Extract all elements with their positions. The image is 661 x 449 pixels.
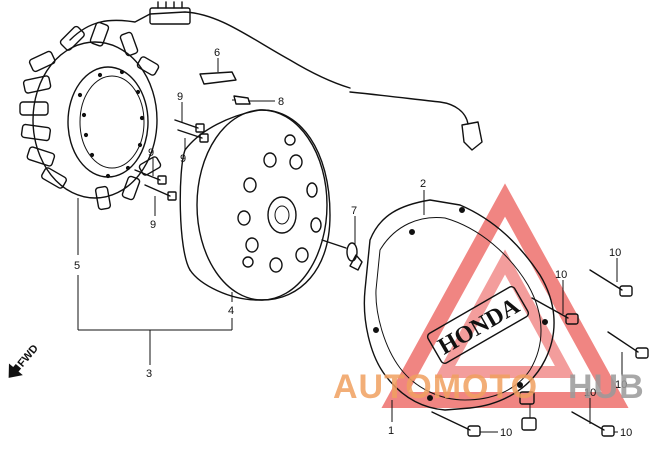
- callout-bolt-d: 9: [150, 219, 156, 231]
- flywheel-rotor: [179, 109, 331, 301]
- callout-bolt-small: 8: [278, 96, 284, 108]
- watermark-part2: HUB: [568, 368, 645, 406]
- callout-cover-bolt-b: 10: [555, 269, 567, 281]
- fasteners: [134, 71, 649, 437]
- dowel-pin: [199, 71, 237, 85]
- cover-bolt-f: [571, 411, 615, 437]
- watermark-text: AUTOMOTO HUB: [333, 368, 645, 406]
- bolt-small: [232, 95, 251, 105]
- cover-bolt-b: [531, 297, 579, 325]
- leader-lines: [77, 58, 623, 433]
- callout-cover-bolt-c: 10: [615, 379, 627, 391]
- callout-flywheel: 4: [228, 305, 234, 317]
- watermark-logo: [381, 183, 629, 408]
- bolt-9-a: [174, 119, 205, 133]
- bolt-9-b: [177, 129, 209, 143]
- callout-cover: 2: [420, 178, 426, 190]
- fwd-label: FWD: [16, 343, 41, 370]
- cover-bolt-c: [607, 331, 649, 359]
- stator-coil: [19, 1, 483, 211]
- stud-with-washer: [321, 239, 363, 271]
- watermark-triangle-inner: [434, 249, 576, 378]
- cover-bolt-e: [431, 411, 481, 437]
- callout-bolt-c: 9: [148, 147, 154, 159]
- callout-stud: 7: [351, 205, 357, 217]
- cover-bolt-a: [589, 269, 633, 297]
- callout-numbers: 5 4 3 2 1 6 7 8 9 9 9 9 10 10 10 10 10 1…: [74, 47, 632, 439]
- callout-cover-bolt-d: 10: [584, 387, 596, 399]
- cover-bolt-d: [519, 391, 537, 431]
- watermark-triangle-outer: [381, 183, 629, 408]
- bolt-9-d: [144, 184, 177, 201]
- watermark-part1: AUTOMOTO: [333, 368, 538, 406]
- forward-arrow-icon: [8, 363, 23, 378]
- callout-cover-bolt-a: 10: [609, 247, 621, 259]
- forward-direction-indicator: FWD: [8, 343, 41, 378]
- callout-cover-bolt-e: 10: [500, 427, 512, 439]
- callout-stator: 5: [74, 260, 80, 272]
- callout-bolt-b: 9: [180, 153, 186, 165]
- callout-bolt-a: 9: [177, 91, 183, 103]
- callout-dowel: 6: [214, 47, 220, 59]
- bolt-9-c: [134, 169, 167, 185]
- callout-cover-bolt-f: 10: [620, 427, 632, 439]
- callout-gasket: 1: [388, 425, 394, 437]
- callout-assembly: 3: [146, 368, 152, 380]
